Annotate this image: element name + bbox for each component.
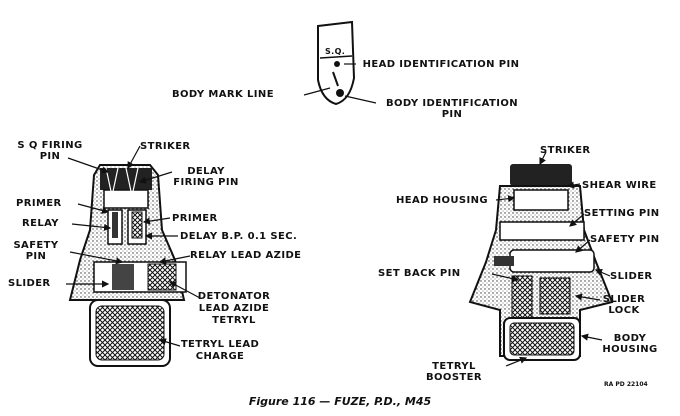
identification-head	[303, 20, 377, 106]
slider-label-left: SLIDER	[8, 278, 51, 289]
tetryl-lead-charge-label: TETRYL LEAD CHARGE	[180, 339, 260, 362]
right-leaders	[491, 151, 611, 367]
slider-label-right: SLIDER	[610, 271, 653, 282]
delay-firing-pin-label: DELAY FIRING PIN	[173, 166, 239, 188]
left-fuze-section	[68, 164, 187, 367]
figure-caption: Figure 116 — FUZE, P.D., M45	[248, 395, 432, 408]
primer-label-left: PRIMER	[16, 198, 62, 209]
sq-mark-label: S.Q.	[325, 47, 346, 56]
safety-pin-label-left: SAFETY PIN	[13, 240, 59, 262]
detonator-label: DETONATOR LEAD AZIDE TETRYL	[197, 291, 271, 326]
setting-pin-label: SETTING PIN	[584, 208, 660, 219]
body-mark-line-label: BODY MARK LINE	[172, 89, 274, 100]
delay-bp-label: DELAY B.P. 0.1 SEC.	[180, 231, 298, 242]
safety-pin-label-right: SAFETY PIN	[590, 234, 660, 245]
striker-label-right: STRIKER	[540, 145, 591, 156]
shear-wire-label: SHEAR WIRE	[582, 180, 657, 191]
right-fuze-section	[468, 164, 614, 361]
set-back-pin-label: SET BACK PIN	[378, 268, 461, 279]
relay-lead-azide-label: RELAY LEAD AZIDE	[190, 250, 302, 261]
striker-label-left: STRIKER	[140, 141, 191, 152]
primer-label-right: PRIMER	[172, 213, 218, 224]
body-housing-label: BODY HOUSING	[602, 333, 658, 355]
drawing-code: RA PD 22104	[604, 381, 648, 388]
head-housing-label: HEAD HOUSING	[396, 195, 489, 206]
head-identification-pin-label: HEAD IDENTIFICATION PIN	[362, 59, 520, 70]
left-leaders	[66, 145, 201, 347]
relay-label: RELAY	[22, 218, 59, 229]
body-identification-pin-label: BODY IDENTIFICATION PIN	[385, 98, 519, 120]
tetryl-booster-label: TETRYL BOOSTER	[426, 361, 482, 383]
slider-lock-label: SLIDER LOCK	[602, 294, 646, 316]
sq-firing-pin-label: S Q FIRING PIN	[17, 140, 83, 162]
